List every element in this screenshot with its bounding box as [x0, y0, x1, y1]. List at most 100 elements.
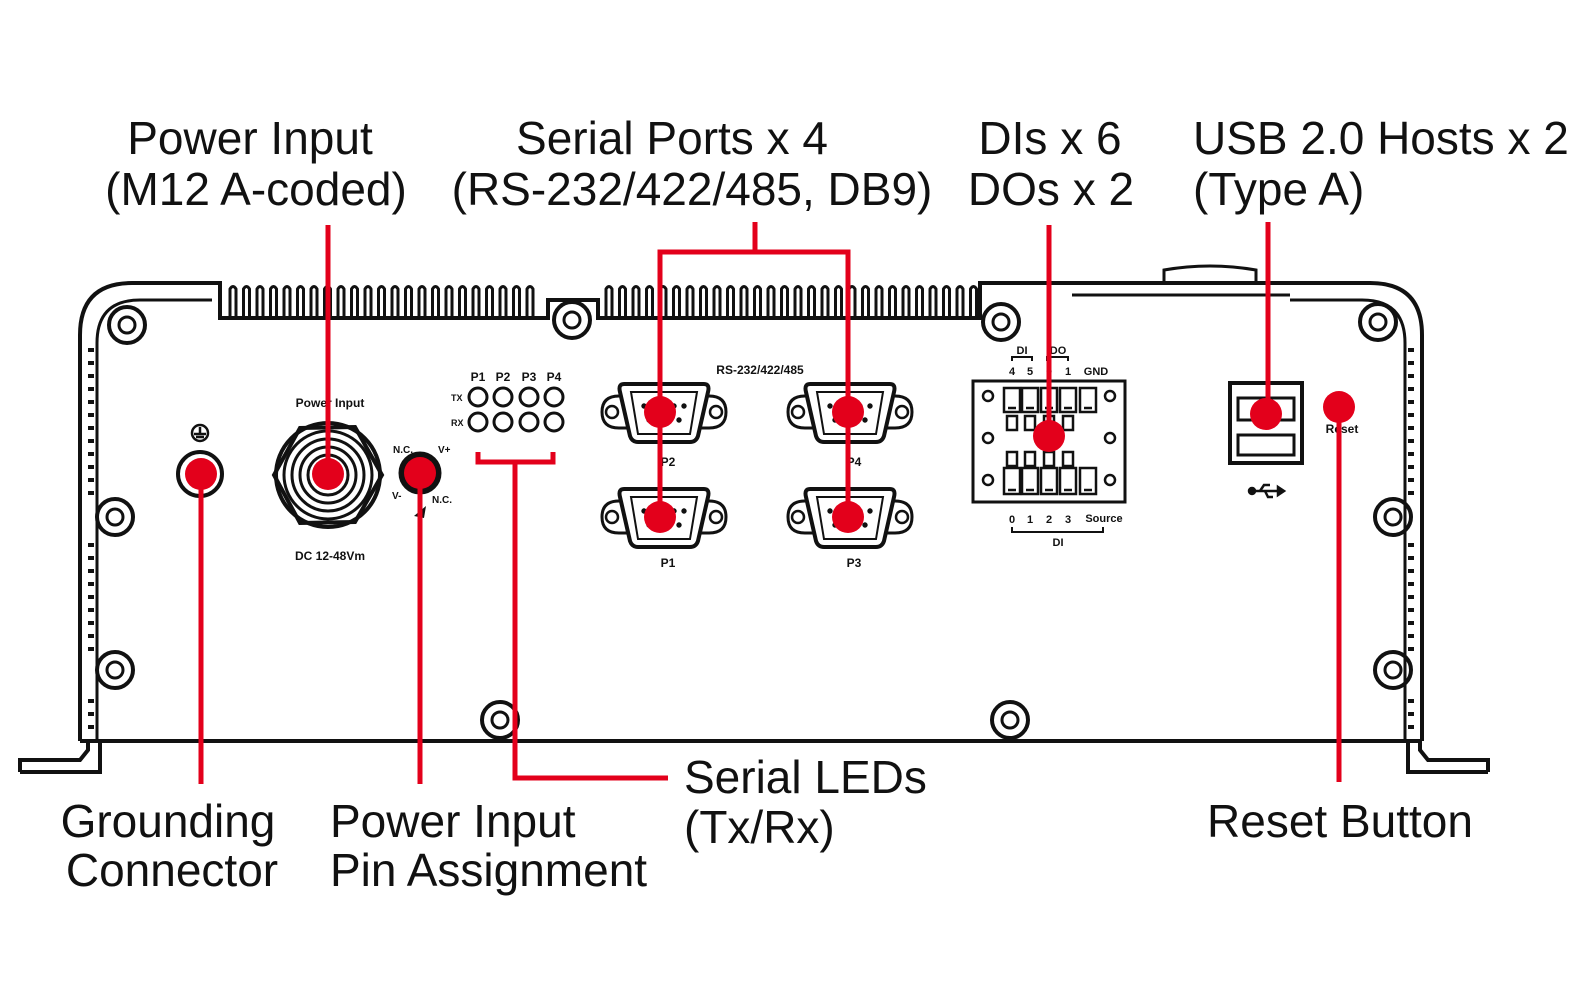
terminal-screw	[1061, 414, 1075, 432]
led-tx-label: TX	[451, 393, 463, 403]
led-rx	[467, 411, 489, 433]
callout-lines	[198, 222, 1342, 784]
heatsink-fin	[793, 285, 803, 318]
callout-dot	[404, 457, 436, 489]
terminal-screw	[1023, 414, 1037, 432]
heatsink-fin	[807, 285, 816, 318]
heatsink-fin	[631, 285, 641, 318]
heatsink-fin	[685, 285, 695, 318]
gnd-label: GND	[1084, 366, 1109, 378]
terminal-hole	[1103, 389, 1117, 403]
di-top-label: DI	[1017, 345, 1028, 357]
heatsink-fin	[888, 285, 897, 318]
callout-dot	[1323, 391, 1355, 423]
callout-dio-line1: DIs x 6	[978, 112, 1121, 164]
heatsink-fin	[417, 285, 427, 318]
port-label-p3: P3	[847, 556, 862, 570]
terminal-slot	[1078, 386, 1098, 414]
heatsink-fin	[363, 285, 373, 318]
terminal-slot	[1020, 466, 1040, 496]
pin	[676, 522, 682, 528]
callout-pin-assignment-line2: Pin Assignment	[330, 844, 647, 896]
heatsink-fin	[485, 285, 494, 318]
callout-serial-leds-line2: (Tx/Rx)	[684, 801, 835, 853]
heatsink-fin	[444, 285, 454, 318]
heatsink-fin	[498, 285, 508, 318]
dio-num: 4	[1009, 366, 1016, 378]
screw	[1358, 302, 1398, 342]
callout-serial-ports-line1: Serial Ports x 4	[516, 112, 828, 164]
do-top-label: DO	[1050, 345, 1067, 357]
led-tx	[467, 386, 489, 408]
screw	[95, 650, 135, 690]
led-tx	[492, 386, 514, 408]
led-port-label: P1	[471, 370, 486, 384]
terminal-screw	[1005, 450, 1019, 468]
screw	[990, 700, 1030, 740]
heatsink-fins	[228, 285, 978, 318]
callout-usb-line1: USB 2.0 Hosts x 2	[1193, 112, 1569, 164]
callout-serial-leds-line1: Serial LEDs	[684, 751, 927, 803]
led-port-label: P2	[496, 370, 511, 384]
callout-dot	[832, 501, 864, 533]
heatsink-fin	[390, 285, 400, 318]
heatsink-fin	[404, 285, 413, 318]
heatsink-fin	[901, 285, 911, 318]
callout-dot	[185, 458, 217, 490]
heatsink-fin	[269, 285, 278, 318]
screw	[95, 497, 135, 537]
heatsink-fin	[726, 285, 735, 318]
heatsink-fin	[780, 285, 789, 318]
callout-reset-button: Reset Button	[1207, 795, 1473, 847]
heatsink-fin	[928, 285, 938, 318]
usb-icon	[1247, 483, 1287, 499]
port-label-p2: P2	[661, 455, 676, 469]
callout-pin-assignment-line1: Power Input	[330, 795, 576, 847]
heatsink-fin	[512, 285, 521, 318]
heatsink-fin	[228, 285, 238, 318]
screw	[981, 302, 1021, 342]
terminal-hole	[981, 431, 995, 445]
pin	[862, 417, 868, 423]
terminal-slot	[1039, 466, 1059, 496]
heatsink-fin	[377, 285, 386, 318]
heatsink-fin	[942, 285, 951, 318]
screw	[1373, 650, 1413, 690]
heatsink-fin	[296, 285, 305, 318]
callout-dot	[832, 396, 864, 428]
heatsink-fin	[955, 285, 965, 318]
callout-dot	[644, 501, 676, 533]
led-port-label: P4	[547, 370, 562, 384]
heatsink-fin	[739, 285, 749, 318]
chassis	[18, 264, 1490, 774]
heatsink-fin	[766, 285, 776, 318]
pin-nc-bottom: N.C.	[432, 495, 452, 506]
callout-grounding-line1: Grounding	[61, 795, 276, 847]
callout-dio-line2: DOs x 2	[968, 163, 1134, 215]
mounting-screws	[95, 300, 1413, 740]
terminal-slot	[1078, 466, 1098, 496]
heatsink-fin	[471, 285, 481, 318]
di-num: 3	[1065, 514, 1071, 526]
reset-panel-label: Reset	[1326, 422, 1359, 436]
callout-usb-line2: (Type A)	[1193, 163, 1364, 215]
terminal-screw	[1042, 450, 1056, 468]
terminal-hole	[981, 473, 995, 487]
led-rx	[543, 411, 565, 433]
dc-rating-label: DC 12-48Vm	[295, 549, 365, 563]
screw	[107, 305, 147, 345]
pin	[867, 508, 873, 514]
port-label-p1: P1	[661, 556, 676, 570]
heatsink-fin	[282, 285, 292, 318]
pin-nc-top: N.C.	[393, 445, 413, 456]
pin	[862, 522, 868, 528]
heatsink-fin	[350, 285, 359, 318]
heatsink-fin	[820, 285, 830, 318]
callout-dot	[312, 458, 344, 490]
pin	[827, 508, 833, 514]
pin	[676, 417, 682, 423]
led-rx-label: RX	[451, 418, 464, 428]
heatsink-fin	[834, 285, 843, 318]
led-tx	[543, 386, 565, 408]
